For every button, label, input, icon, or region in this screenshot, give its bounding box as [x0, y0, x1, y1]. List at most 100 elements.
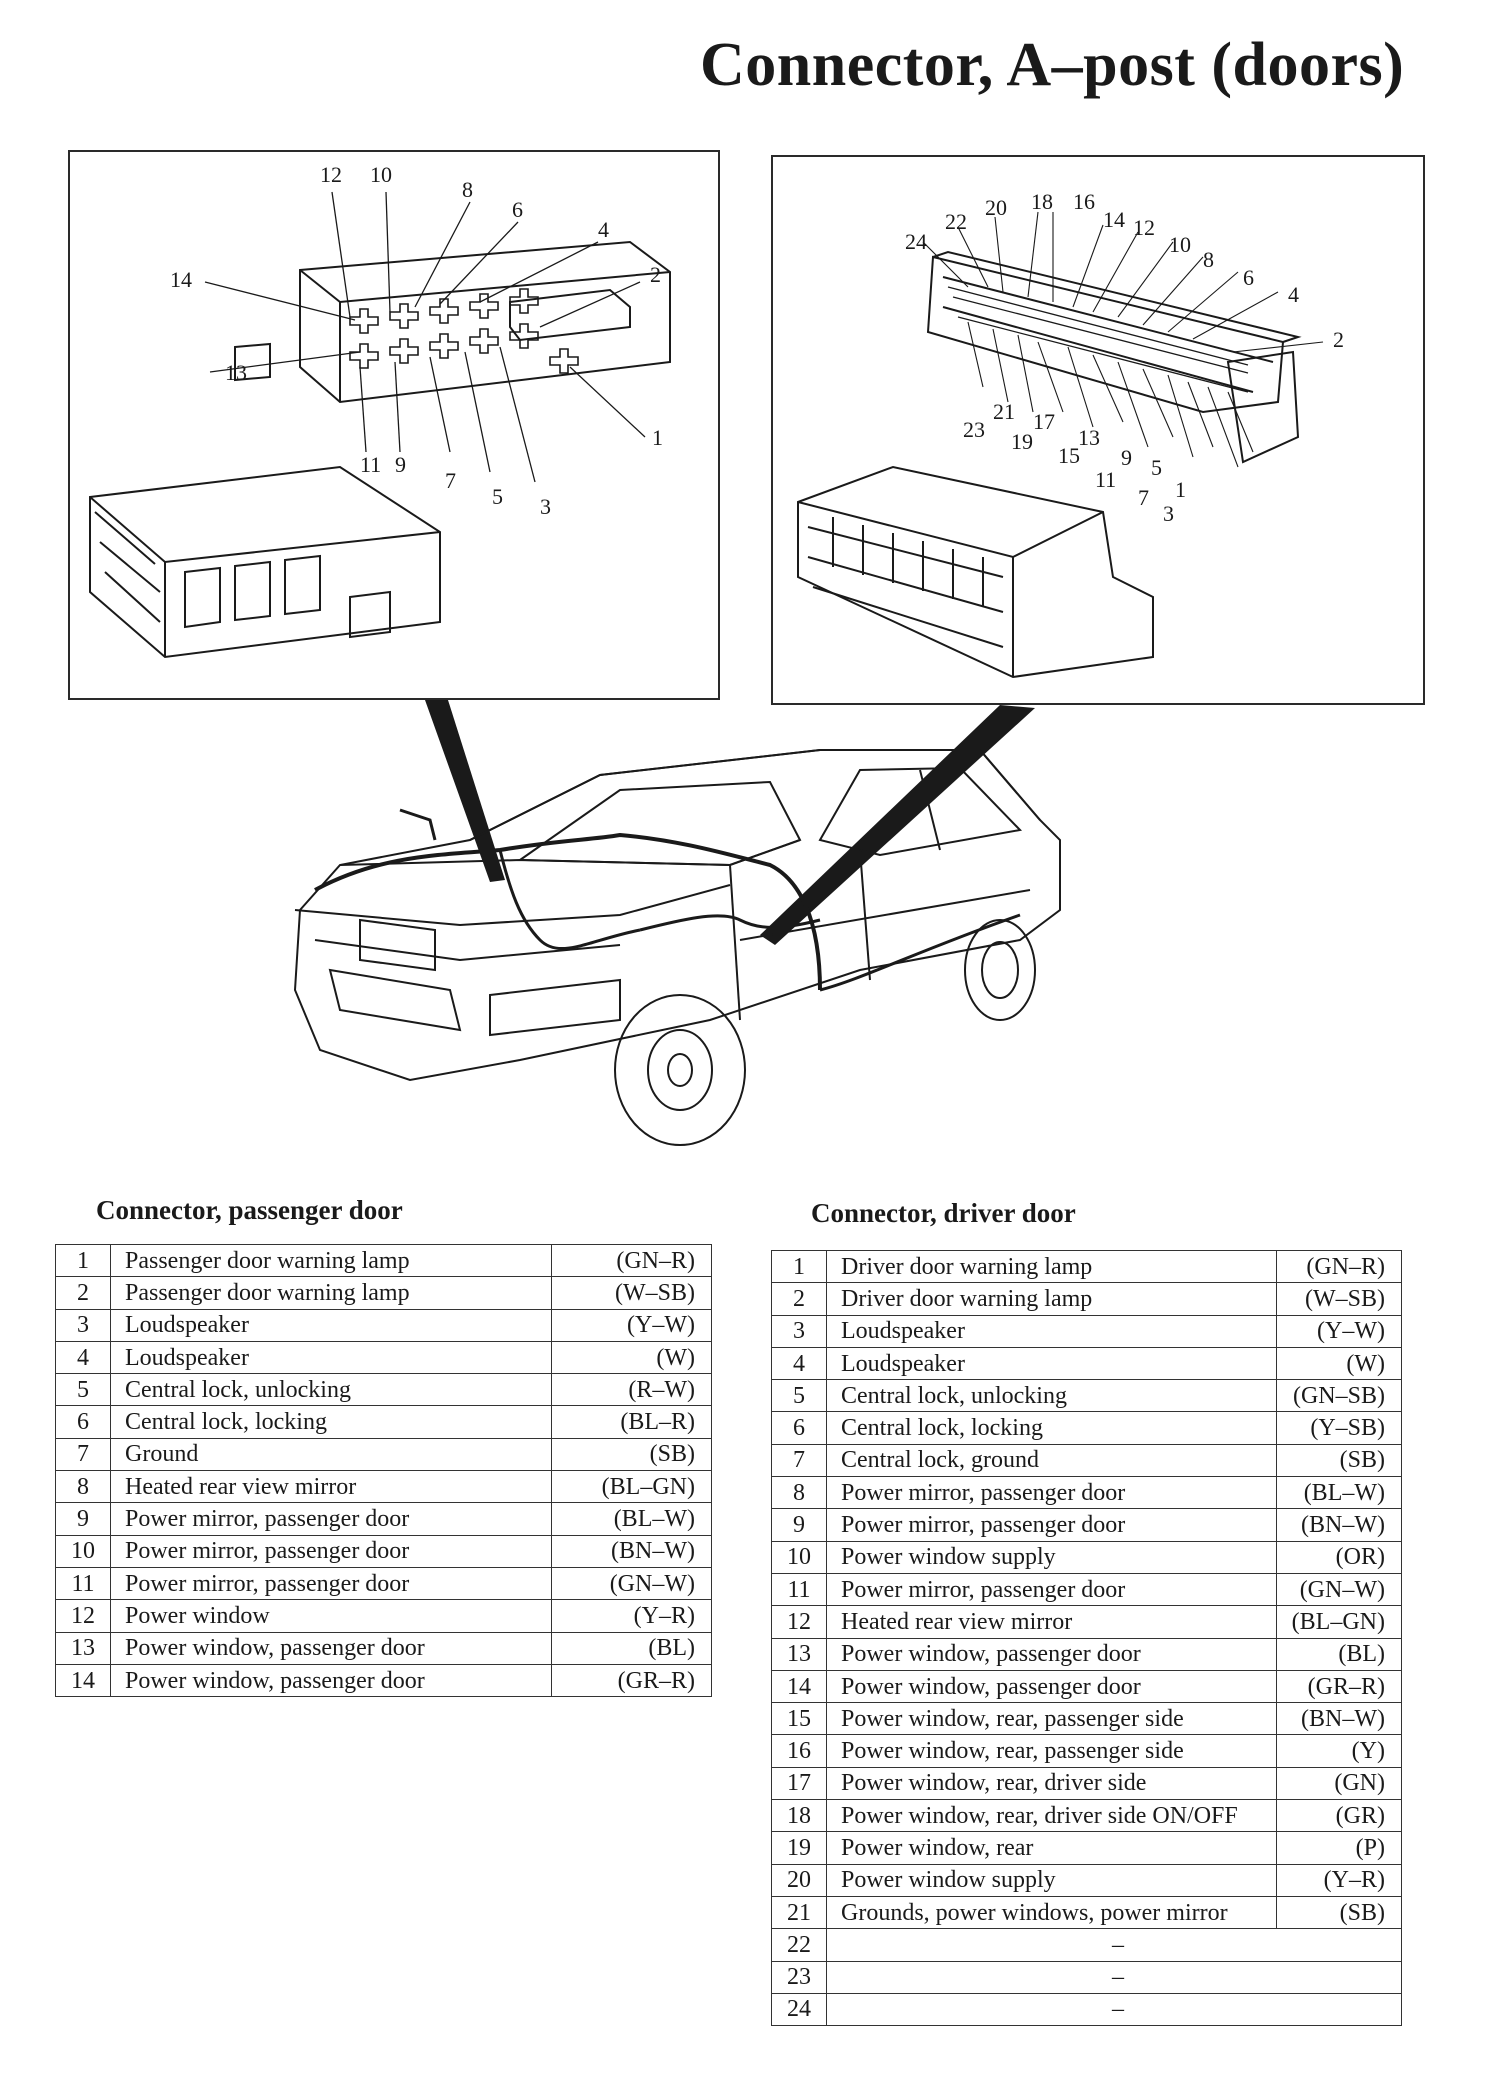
wire-color-code: (BL–GN)	[1275, 1605, 1403, 1639]
pin-label-14: 14	[1103, 207, 1125, 232]
pin-number: 18	[771, 1799, 827, 1833]
wire-color-code: (BN–W)	[1275, 1508, 1403, 1542]
pin-description: Power window	[109, 1599, 553, 1633]
wire-color-code: (BL–W)	[1275, 1476, 1403, 1510]
wire-color-code: (W)	[551, 1340, 712, 1375]
wire-color-code: (Y–SB)	[1275, 1411, 1403, 1445]
pin-description: Driver door warning lamp	[826, 1282, 1277, 1316]
pin-description: Grounds, power windows, power mirror	[826, 1895, 1277, 1930]
pin-description: Power window, passenger door	[826, 1637, 1277, 1671]
pin-number: 13	[55, 1631, 111, 1665]
pin-number: 2	[55, 1276, 111, 1310]
pin-label-5: 5	[492, 484, 503, 509]
pin-label-4: 4	[1288, 282, 1299, 307]
pin-label-2: 2	[650, 262, 661, 287]
pin-number: 8	[55, 1470, 111, 1504]
pin-number: 11	[55, 1566, 111, 1601]
wire-color-code: (BL–R)	[551, 1405, 712, 1439]
pin-label-13: 13	[1078, 425, 1100, 450]
wire-color-code: (BL–GN)	[551, 1470, 712, 1504]
wire-color-code: –	[826, 1992, 1402, 2027]
wire-color-code: (GN–W)	[1275, 1572, 1403, 1607]
pin-number: 24	[771, 1992, 827, 2027]
pin-label-7: 7	[1138, 485, 1149, 510]
pin-label-6: 6	[512, 197, 523, 222]
pin-label-15: 15	[1058, 443, 1080, 468]
pin-description: Power window, rear, passenger side	[826, 1734, 1277, 1768]
pin-number: 2	[771, 1282, 827, 1316]
pin-description: Loudspeaker	[826, 1314, 1277, 1348]
pin-label-8: 8	[462, 177, 473, 202]
wire-color-code: (Y–W)	[1275, 1314, 1403, 1348]
wire-color-code: (GN)	[1275, 1766, 1403, 1801]
pin-number: 8	[771, 1476, 827, 1510]
pin-description: Heated rear view mirror	[826, 1605, 1277, 1639]
pin-label-4: 4	[598, 217, 609, 242]
wire-color-code: (Y–R)	[551, 1599, 712, 1633]
pin-number: 10	[55, 1534, 111, 1568]
pin-label-11: 11	[1095, 467, 1116, 492]
wire-color-code: (BN–W)	[1275, 1702, 1403, 1736]
wire-color-code: (GN–R)	[551, 1243, 712, 1278]
pin-description: Power window supply	[826, 1863, 1277, 1897]
pin-description: Passenger door warning lamp	[109, 1243, 553, 1278]
pin-label-6: 6	[1243, 265, 1254, 290]
pin-number: 6	[55, 1405, 111, 1439]
wire-color-code: (GR–R)	[1275, 1669, 1403, 1704]
pin-number: 19	[771, 1831, 827, 1865]
pin-number: 12	[771, 1605, 827, 1639]
pin-description: Power window, passenger door	[109, 1663, 553, 1698]
pin-number: 11	[771, 1572, 827, 1607]
pin-number: 21	[771, 1895, 827, 1930]
pin-label-19: 19	[1011, 429, 1033, 454]
pin-number: 17	[771, 1766, 827, 1801]
pin-description: Central lock, locking	[826, 1411, 1277, 1445]
pin-description: Central lock, ground	[826, 1443, 1277, 1478]
driver-connector-diagram: 24 22 20 18 16 14 12 10 8 6 4 2 23 21 19…	[771, 155, 1425, 705]
pin-number: 1	[55, 1243, 111, 1278]
pin-number: 7	[771, 1443, 827, 1478]
wire-color-code: (Y–W)	[551, 1308, 712, 1342]
wire-color-code: (GN–SB)	[1275, 1379, 1403, 1413]
pin-label-9: 9	[1121, 445, 1132, 470]
pin-number: 14	[55, 1663, 111, 1698]
pin-label-12: 12	[320, 162, 342, 187]
pin-number: 23	[771, 1960, 827, 1994]
pin-label-24: 24	[905, 229, 927, 254]
pin-label-7: 7	[445, 468, 456, 493]
pin-number: 9	[55, 1502, 111, 1536]
wire-color-code: (R–W)	[551, 1373, 712, 1407]
wire-color-code: (BL)	[551, 1631, 712, 1665]
pin-description: Power window, rear, passenger side	[826, 1702, 1277, 1736]
pin-description: Central lock, locking	[109, 1405, 553, 1439]
pin-description: Power mirror, passenger door	[826, 1476, 1277, 1510]
pin-label-11: 11	[360, 452, 381, 477]
pin-label-9: 9	[395, 452, 406, 477]
pin-description: Power window, rear, driver side	[826, 1766, 1277, 1801]
wire-color-code: –	[826, 1960, 1402, 1994]
wire-color-code: (GR)	[1275, 1799, 1403, 1833]
pin-description: Heated rear view mirror	[109, 1470, 553, 1504]
passenger-table-heading: Connector, passenger door	[96, 1195, 403, 1225]
